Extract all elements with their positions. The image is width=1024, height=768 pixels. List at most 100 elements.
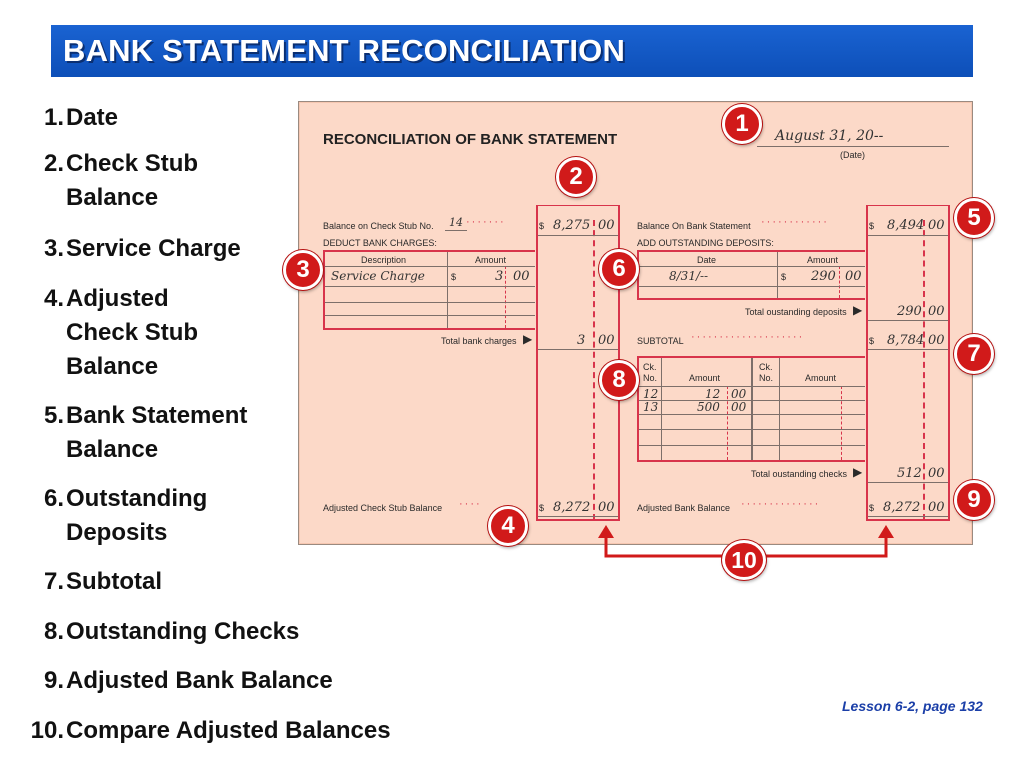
total-deposits-dollars: 290 [897,304,922,319]
deposits-col-divider [777,252,778,298]
total-charges-cents: 00 [598,333,615,348]
deduct-cents-divider [505,266,506,328]
subtotal-cents: 00 [928,333,945,348]
right-col-border [866,205,868,521]
check-number: 13 [643,400,659,414]
stub-dollars: 8,275 [553,218,591,233]
badge-9: 9 [954,480,994,520]
deposit-cents: 00 [845,269,862,284]
right-col-border [948,205,950,521]
col-amount: Amount [689,373,721,383]
col-date: Date [697,255,717,265]
arrow-right-icon: ▶ [853,465,863,479]
badge-6: 6 [599,249,639,289]
slide-title: BANK STATEMENT RECONCILIATION [63,33,626,68]
leader-dots: ···· [459,498,482,510]
stub-underline [445,230,467,231]
adjusted-bank-label: Adjusted Bank Balance [637,503,731,513]
list-text: Check Stub [66,150,199,177]
list-number: 9. [43,667,64,694]
list-text: Balance [66,353,159,380]
date-underline [757,146,949,147]
list-number: 1. [43,104,64,131]
col-ck: Ck. [643,362,657,372]
row-line [639,414,865,415]
list-number: 7. [43,568,64,595]
left-col-bottom [536,519,620,521]
checks-table-left [637,356,639,462]
dollar-sign: $ [451,272,457,282]
col-amount: Amount [475,255,507,265]
right-col-top [866,205,950,206]
list-number: 5. [43,402,64,429]
adjusted-stub-dollars: 8,272 [553,500,591,515]
charge-cents: 00 [513,269,530,284]
subtotal-label: SUBTOTAL [637,336,684,346]
stub-number: 14 [449,216,463,229]
total-deposits-label: Total oustanding deposits [745,307,847,317]
row-line [538,349,618,350]
reconciliation-form: RECONCILIATION OF BANK STATEMENT August … [298,101,973,545]
list-text: Adjusted [66,285,169,312]
adjusted-stub-label: Adjusted Check Stub Balance [323,503,443,513]
col-no: No. [759,373,774,383]
deduct-table-top [323,250,535,252]
adjusted-bank-cents: 00 [928,500,945,515]
left-col-border [536,205,538,521]
row-line [639,429,865,430]
dollar-sign: $ [539,221,545,231]
row-line [325,286,535,287]
deposits-table-bottom [637,298,865,300]
row-line [639,400,865,401]
row-line [325,315,535,316]
row-line [639,266,865,267]
list-text: Outstanding [66,485,208,512]
badge-1: 1 [722,104,762,144]
leader-dots: ·············· [741,498,821,510]
row-line [538,516,618,517]
row-line [868,349,948,350]
badge-7: 7 [954,334,994,374]
list-text: Balance [66,436,159,463]
total-deposits-cents: 00 [928,304,945,319]
total-checks-dollars: 512 [897,466,922,481]
list-text: Deposits [66,519,168,546]
list-number: 2. [43,150,64,177]
deduct-label: DEDUCT BANK CHARGES: [323,238,437,248]
stub-label: Balance on Check Stub No. [323,221,434,231]
dollar-sign: $ [869,221,875,231]
badge-10: 10 [722,540,766,580]
arrow-right-icon: ▶ [853,303,863,317]
right-col-bottom [866,519,950,521]
col-amount: Amount [805,373,837,383]
row-line [868,482,948,483]
check-cents: 00 [731,400,747,414]
bank-statement-label: Balance On Bank Statement [637,221,751,231]
list-text: Adjusted Bank Balance [66,667,333,694]
list-number: 6. [43,485,64,512]
list-number: 8. [43,618,64,645]
col-ck: Ck. [759,362,773,372]
row-line [868,516,948,517]
col-amount: Amount [807,255,839,265]
total-charges-dollars: 3 [577,333,586,348]
deposit-date: 8/31/-- [669,269,709,283]
deduct-table-left [323,250,325,330]
date-label: (Date) [840,150,866,160]
badge-2: 2 [556,157,596,197]
checks-col-divider [779,358,780,460]
badge-3: 3 [283,250,323,290]
checks-col-divider [661,358,662,460]
badge-4: 4 [488,506,528,546]
dollar-sign: $ [539,503,545,513]
row-line [639,286,865,287]
deposits-cents-divider [839,266,840,298]
title-bar: BANK STATEMENT RECONCILIATION [51,25,973,77]
charge-description: Service Charge [331,269,425,283]
leader-dots: ············ [761,216,829,228]
right-cents-divider [923,220,925,520]
stub-cents: 00 [598,218,615,233]
row-line [325,302,535,303]
adjusted-bank-dollars: 8,272 [883,500,921,515]
checks-cents-divider [841,386,842,460]
